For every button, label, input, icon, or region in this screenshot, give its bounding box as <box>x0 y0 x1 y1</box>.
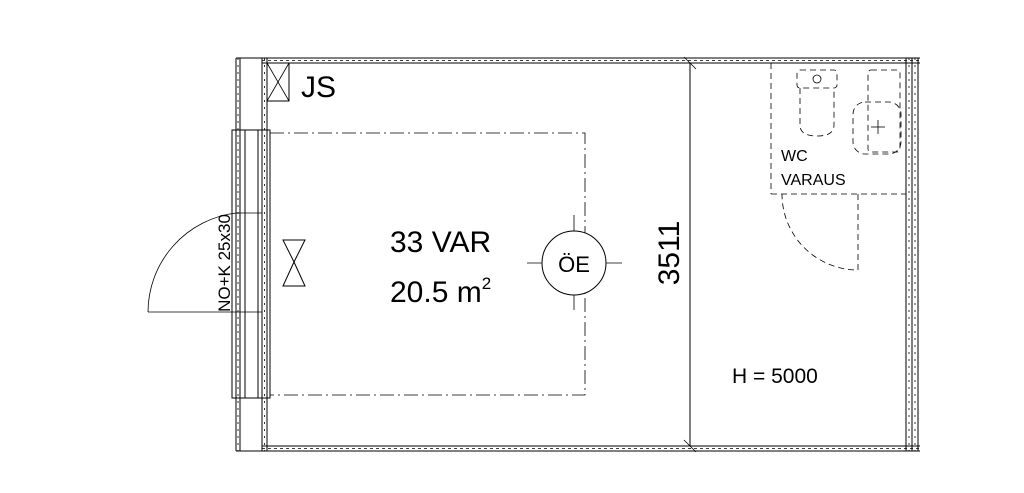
dimension-label: 3511 <box>653 221 686 286</box>
equipment-zone <box>269 132 586 396</box>
wall-top <box>262 57 920 64</box>
room-code: JS <box>301 71 336 104</box>
wall-left <box>235 57 268 452</box>
room-area-value: 20.5 m <box>390 276 482 309</box>
door-swing[interactable] <box>147 212 262 313</box>
equipment-symbol: ÖE <box>527 215 622 310</box>
height-label: H = 5000 <box>732 365 818 388</box>
room-area: 20.5 m2 <box>390 274 491 309</box>
toilet-icon <box>796 69 838 137</box>
wc-label-line2: VARAUS <box>781 172 846 189</box>
wc-label-line1: WC <box>781 148 808 165</box>
partition-wall <box>683 56 697 453</box>
wc-zone <box>770 63 906 271</box>
door-label: NO+K 25x30 <box>215 214 234 312</box>
valve-icon <box>282 239 306 287</box>
equipment-label: ÖE <box>558 252 590 277</box>
sink-icon <box>852 69 902 155</box>
wall-bottom <box>262 445 920 452</box>
room-area-unit-exponent: 2 <box>482 274 491 293</box>
room-name: 33 VAR <box>390 226 491 259</box>
door-frame <box>231 129 271 399</box>
shaft-box <box>266 62 290 102</box>
wall-right <box>905 58 919 451</box>
